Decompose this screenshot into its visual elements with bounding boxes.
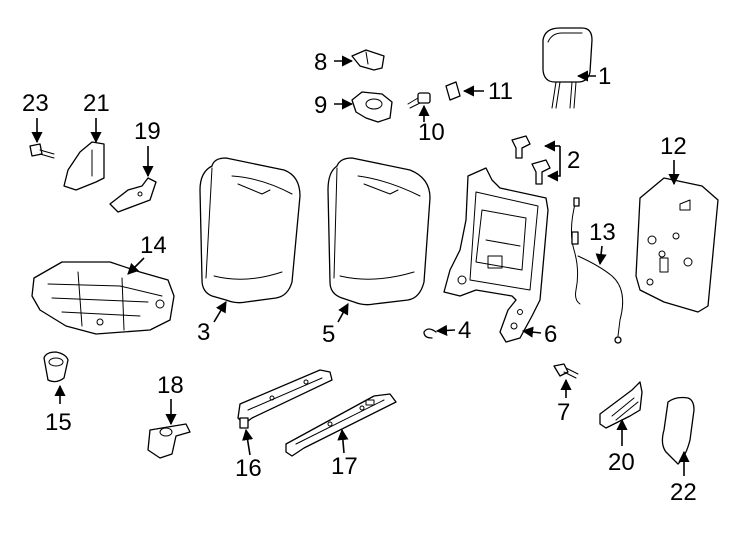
callout-label-3: 3	[197, 319, 210, 346]
callout-9: 9	[314, 92, 354, 119]
callout-label-20: 20	[608, 449, 635, 476]
callout-19: 19	[134, 118, 161, 178]
cushion-frame-part-14	[31, 261, 175, 335]
rail-part-16	[237, 369, 333, 429]
callout-8: 8	[314, 49, 354, 76]
bolt-part-7	[553, 363, 579, 379]
callout-label-19: 19	[134, 118, 161, 145]
callout-6: 6	[521, 321, 557, 348]
seatback-cushion-part-5	[327, 157, 431, 306]
callout-label-14: 14	[140, 232, 167, 259]
callout-1: 1	[576, 63, 611, 90]
callout-3: 3	[197, 301, 227, 346]
callout-20: 20	[608, 418, 635, 476]
callout-label-9: 9	[314, 92, 327, 119]
seatback-frame-part-6	[443, 167, 549, 343]
clip-part-4	[423, 328, 437, 339]
bracket-part-20	[599, 381, 643, 429]
callout-label-8: 8	[314, 49, 327, 76]
callout-10: 10	[418, 104, 445, 146]
callout-label-1: 1	[598, 63, 611, 90]
callout-label-2: 2	[567, 147, 580, 174]
callout-23: 23	[22, 90, 49, 144]
callout-label-4: 4	[458, 317, 471, 344]
callout-label-13: 13	[589, 219, 616, 246]
callout-label-10: 10	[418, 119, 445, 146]
cap-part-15	[43, 351, 69, 383]
bolt-part-23	[29, 143, 55, 159]
callout-label-16: 16	[235, 455, 262, 482]
headrest-part-1	[542, 27, 593, 109]
callout-21: 21	[83, 90, 110, 144]
callout-18: 18	[157, 372, 184, 426]
callout-2: 2	[543, 140, 580, 182]
rail-part-17	[285, 393, 397, 457]
callout-12: 12	[660, 133, 687, 186]
callout-22: 22	[670, 450, 697, 506]
callout-15: 15	[45, 384, 72, 436]
callout-label-21: 21	[83, 90, 110, 117]
bracket-part-18	[147, 423, 191, 459]
callout-7: 7	[557, 378, 572, 426]
headrest-guides-part-2	[511, 135, 551, 185]
cable-part-13	[570, 197, 624, 344]
callout-11: 11	[462, 78, 513, 105]
bracket-part-19	[109, 177, 157, 213]
seatback-cushion-part-3	[199, 157, 301, 304]
hinge-cover-part-21	[63, 141, 105, 191]
callout-4: 4	[435, 317, 471, 344]
callout-5: 5	[322, 303, 349, 348]
callout-label-5: 5	[322, 321, 335, 348]
cover-part-8	[351, 49, 385, 71]
callout-13: 13	[589, 219, 616, 266]
callout-14: 14	[127, 232, 167, 275]
callout-label-7: 7	[557, 399, 570, 426]
callout-label-18: 18	[157, 372, 184, 399]
callout-label-22: 22	[670, 479, 697, 506]
side-trim-part-22	[661, 396, 695, 465]
callout-label-17: 17	[331, 453, 358, 480]
bracket-part-11	[445, 81, 461, 101]
callout-16: 16	[235, 428, 262, 482]
callout-label-12: 12	[660, 133, 687, 160]
screw-part-10	[407, 92, 431, 109]
callout-label-15: 15	[45, 409, 72, 436]
callout-label-23: 23	[22, 90, 49, 117]
callout-label-11: 11	[488, 78, 513, 105]
back-panel-part-12	[635, 177, 719, 313]
callout-label-6: 6	[544, 321, 557, 348]
latch-part-9	[351, 91, 393, 123]
callout-17: 17	[331, 428, 358, 480]
